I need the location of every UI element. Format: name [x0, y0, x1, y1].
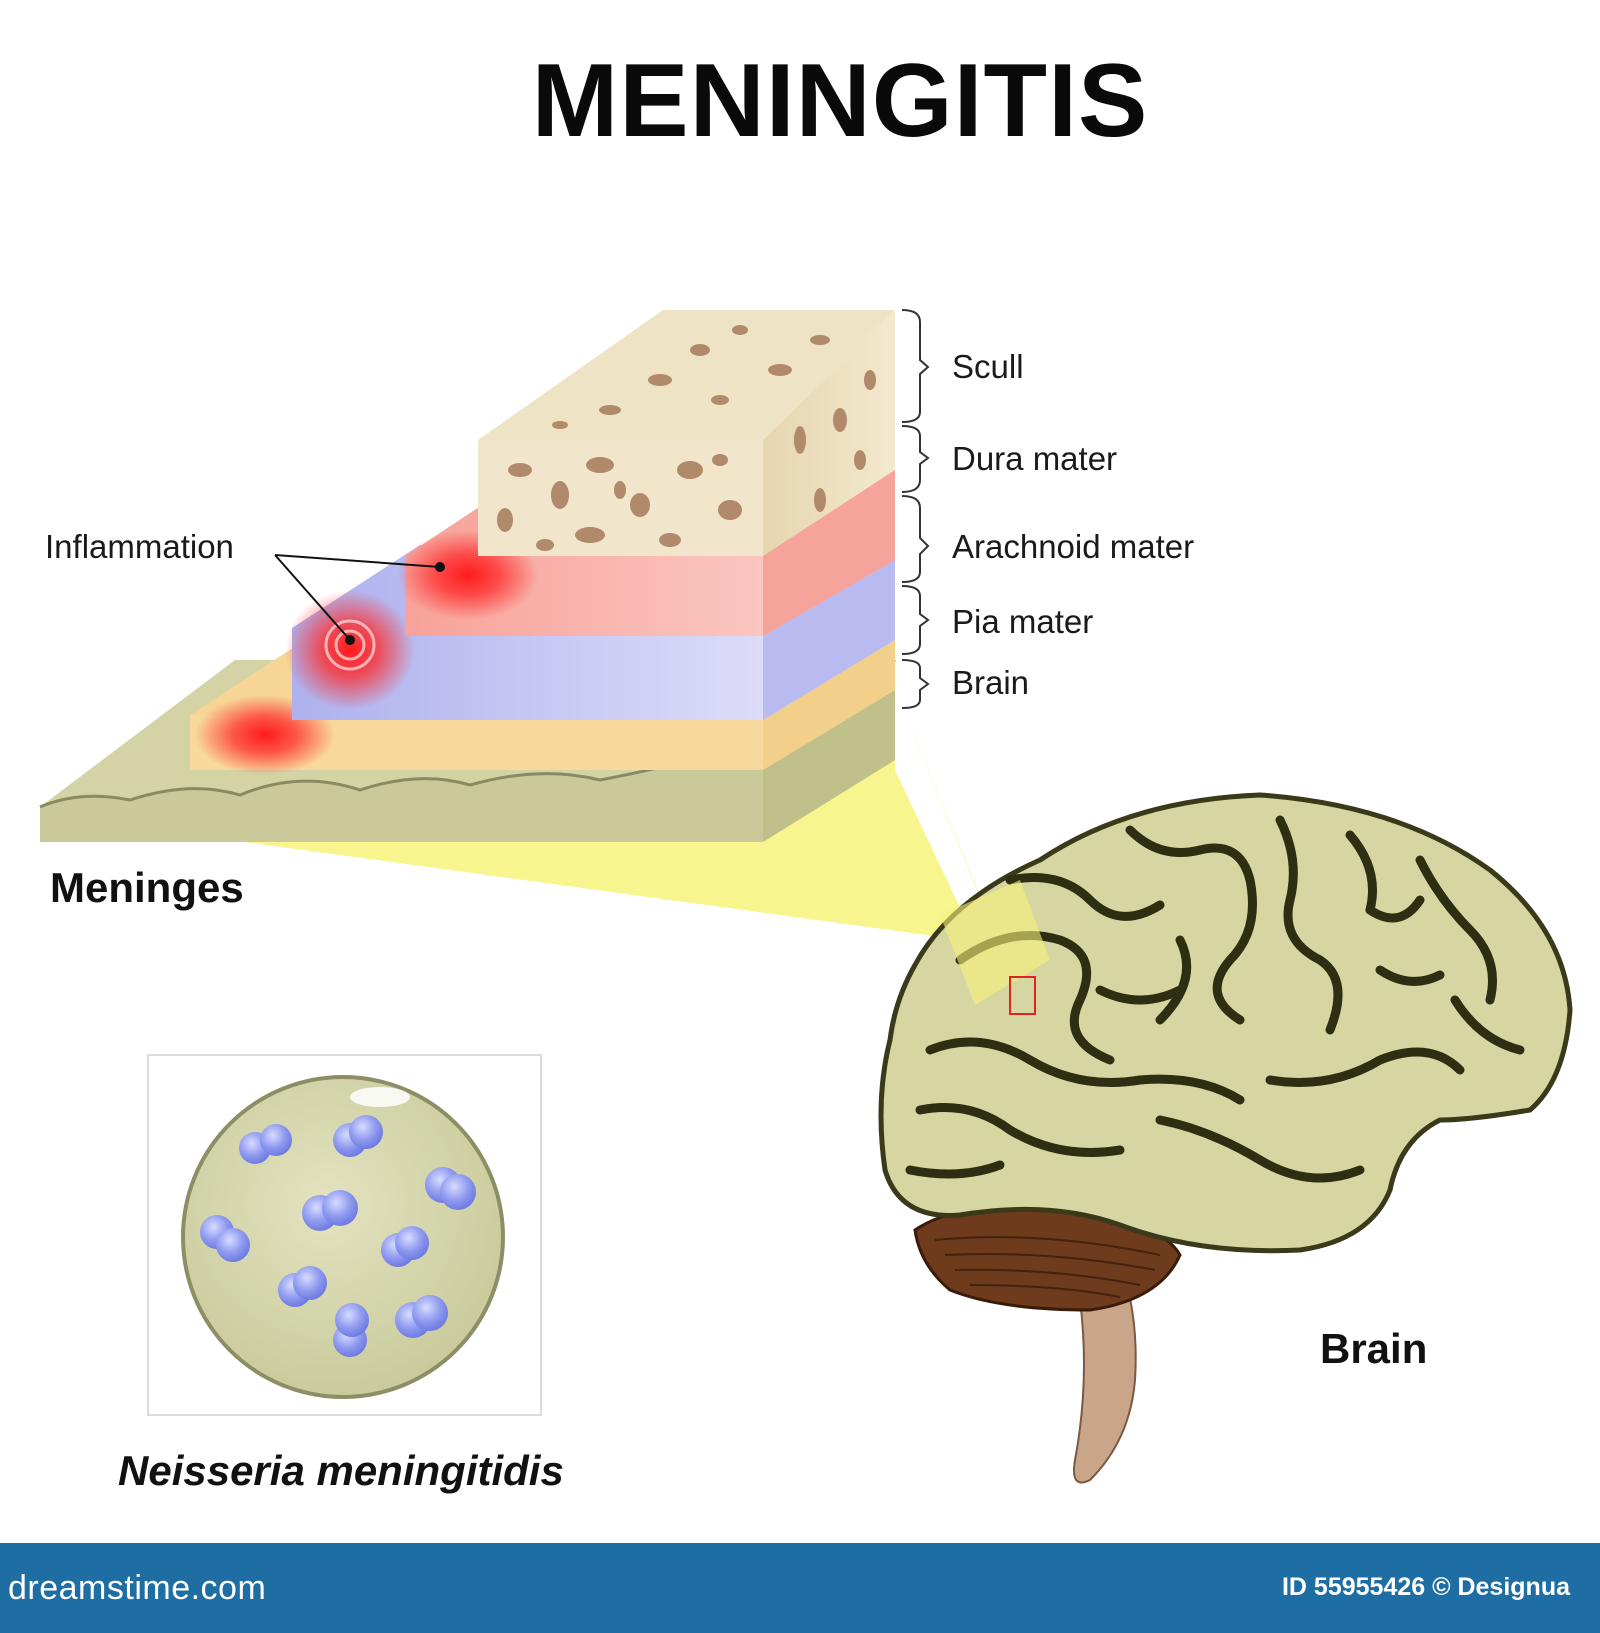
brain-label: Brain	[1320, 1325, 1428, 1372]
inflammation-label: Inflammation	[45, 528, 234, 565]
skull-block	[478, 310, 895, 556]
inflammation-pointers	[274, 554, 441, 641]
magnifier-focus-glow	[940, 880, 1050, 1005]
bacterium-label: Neisseria meningitidis	[118, 1447, 564, 1494]
diplococci	[200, 1115, 476, 1357]
layer-label-pia-mater: Pia mater	[952, 603, 1094, 640]
human-brain-illustration	[878, 792, 1573, 1484]
layer-label-scull: Scull	[952, 348, 1024, 385]
bacteria-panel	[147, 1054, 542, 1416]
image-credit: ID 55955426 © Designua	[1281, 1573, 1570, 1601]
layer-brackets	[901, 309, 930, 709]
magnified-region-marker	[1009, 976, 1036, 1015]
inflammation-dot-dura	[435, 562, 445, 572]
layer-label-brain: Brain	[952, 664, 1030, 701]
inflammation-dot-arachnoid	[345, 635, 355, 645]
footer-bar: dreamstime.com ID 55955426 © Designua	[0, 1543, 1600, 1633]
layer-label-dura-mater: Dura mater	[952, 440, 1118, 477]
brand-link[interactable]: dreamstime.com	[8, 1569, 267, 1607]
dish-highlight	[350, 1087, 410, 1107]
meninges-label: Meninges	[50, 864, 244, 911]
layer-label-arachnoid-mater: Arachnoid mater	[952, 528, 1195, 565]
cerebrum	[878, 792, 1573, 1254]
page-title: MENINGITIS	[531, 43, 1149, 159]
